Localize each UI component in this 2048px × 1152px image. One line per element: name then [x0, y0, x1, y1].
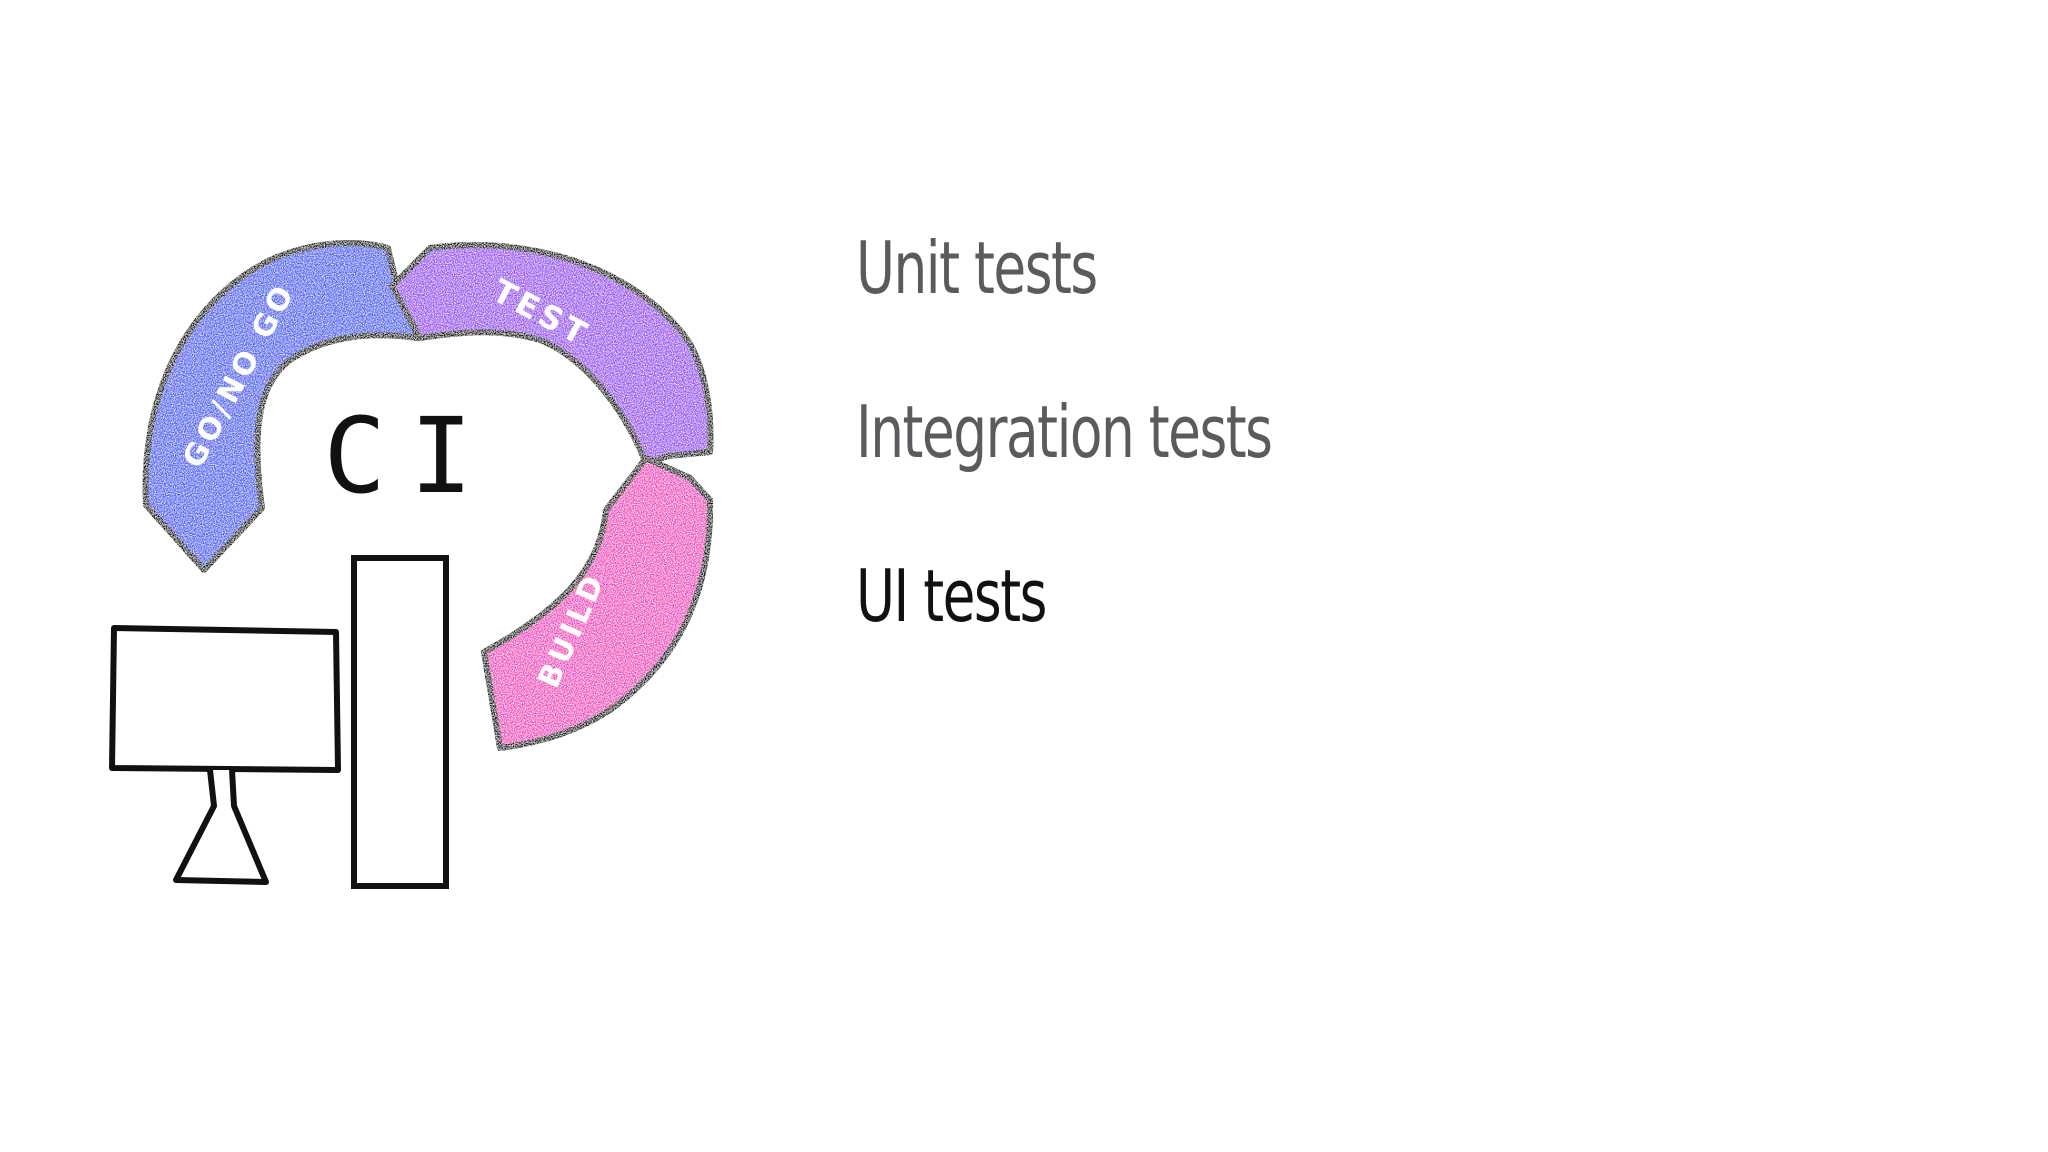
ci-center-label: CI [323, 395, 496, 517]
monitor-screen [109, 625, 341, 773]
monitor-icon [109, 625, 341, 885]
test-fill [389, 242, 714, 467]
monitor-stand [173, 769, 269, 885]
bullet-ui-tests: UI tests [856, 554, 1047, 638]
test-types-list: Unit tests Integration tests UI tests [856, 232, 1417, 724]
build-segment: BUILD [481, 455, 714, 751]
go-no-go-fill [142, 240, 421, 573]
bullet-integration-tests: Integration tests [856, 390, 1273, 474]
build-fill [481, 455, 714, 751]
test-segment: TEST [389, 242, 714, 467]
bullet-unit-tests: Unit tests [856, 226, 1098, 310]
computer-tower-icon [351, 555, 449, 889]
